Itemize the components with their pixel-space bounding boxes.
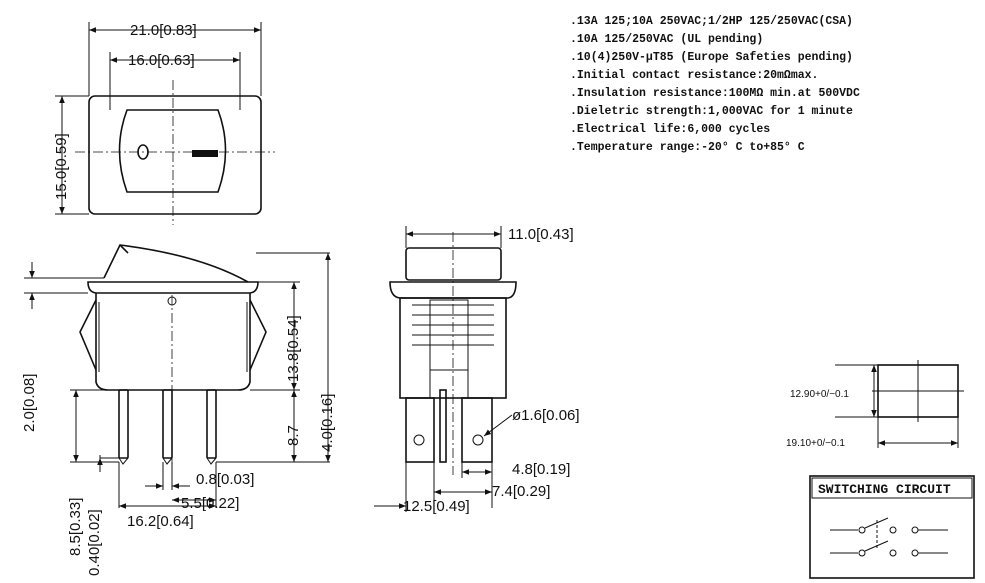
panel-cutout <box>835 360 964 448</box>
elevation-view <box>24 244 331 509</box>
dim-term-thick: 0.40[0.02] <box>86 509 103 576</box>
dim-tab-span: 7.4[0.29] <box>492 483 550 500</box>
dim-total-height: 4.0[0.16] <box>319 394 336 452</box>
dim-pitch: 5.5[0.22] <box>181 495 239 512</box>
dim-width-outer: 21.0[0.83] <box>130 22 197 39</box>
spec-line: .13A 125;10A 250VAC;1/2HP 125/250VAC(CSA… <box>570 15 853 28</box>
switching-circuit <box>809 475 975 579</box>
dim-tab-width: 4.8[0.19] <box>512 461 570 478</box>
cutout-height-label: 12.90+0/−0.1 <box>790 389 849 400</box>
spec-line: .Electrical life:6,000 cycles <box>570 123 770 136</box>
spec-line: .Initial contact resistance:20mΩmax. <box>570 69 818 82</box>
dim-term-width: 0.8[0.03] <box>196 471 254 488</box>
spec-line: .10A 125/250VAC (UL pending) <box>570 33 763 46</box>
dim-span: 16.2[0.64] <box>127 513 194 530</box>
dim-term-left: 8.5[0.33] <box>67 498 84 556</box>
dim-body-height: 13.8[0.54] <box>285 315 302 382</box>
dim-side-depth: 12.5[0.49] <box>403 498 470 515</box>
cutout-width-label: 19.10+0/−0.1 <box>786 438 845 449</box>
dim-hole: ø1.6[0.06] <box>512 407 580 424</box>
dim-width-inner: 16.0[0.63] <box>128 52 195 69</box>
spec-line: .Dieletric strength:1,000VAC for 1 minut… <box>570 105 853 118</box>
end-view <box>374 226 517 512</box>
spec-line: .Insulation resistance:100MΩ min.at 500V… <box>570 87 860 100</box>
spec-line: .Temperature range:-20° C to+85° C <box>570 141 805 154</box>
dim-term-len: 8.7 <box>285 425 302 446</box>
spec-line: .10(4)250V-μT85 (Europe Safeties pending… <box>570 51 853 64</box>
front-view <box>55 22 275 225</box>
dim-left-offset: 2.0[0.08] <box>21 374 38 432</box>
dim-height-front: 15.0[0.59] <box>53 133 70 200</box>
dim-side-width: 11.0[0.43] <box>508 226 574 243</box>
circuit-title: SWITCHING CIRCUIT <box>818 482 951 497</box>
spec-list: .13A 125;10A 250VAC;1/2HP 125/250VAC(CSA… <box>570 15 860 154</box>
